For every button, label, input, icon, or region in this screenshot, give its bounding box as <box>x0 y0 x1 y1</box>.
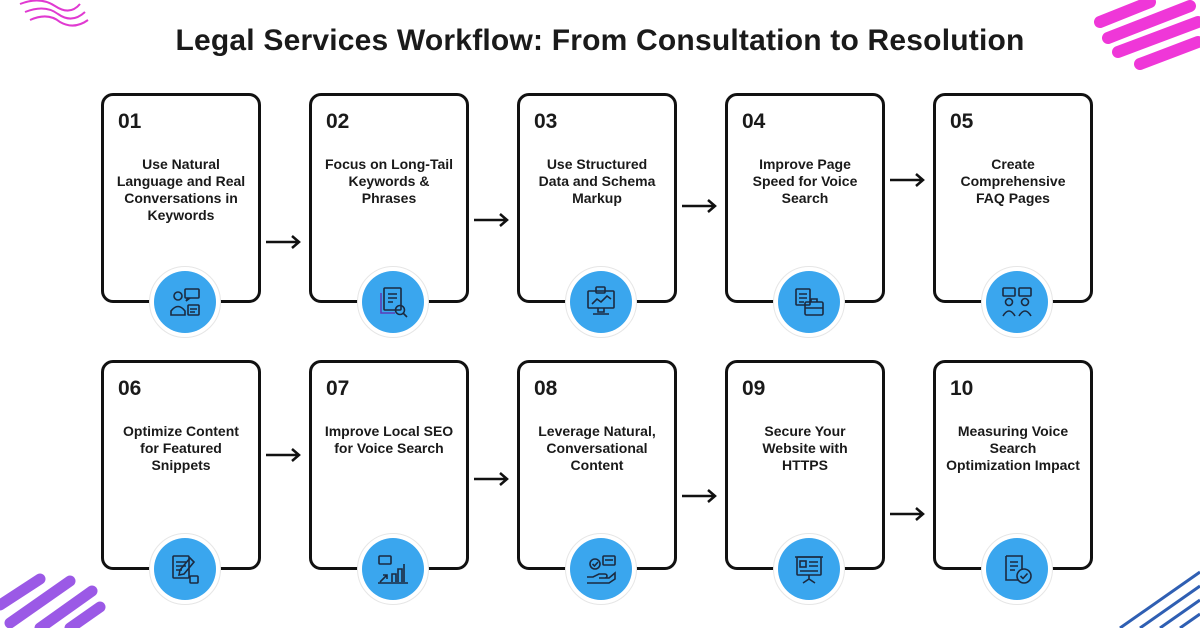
step-label: Measuring Voice Search Optimization Impa… <box>946 423 1080 473</box>
decorative-lines-bottom-right <box>1119 570 1200 628</box>
step-badge <box>149 533 221 605</box>
arrow-01-02 <box>266 235 301 249</box>
step-label: Use Natural Language and Real Conversati… <box>116 156 246 223</box>
step-label: Improve Local SEO for Voice Search <box>324 423 454 456</box>
edit-document-icon <box>172 555 199 584</box>
step-number: 08 <box>534 377 558 400</box>
step-number: 09 <box>742 377 766 400</box>
step-badge <box>981 266 1053 338</box>
step-number: 03 <box>534 110 558 133</box>
step-badge <box>773 533 845 605</box>
arrow-02-03 <box>474 213 509 227</box>
step-card-09: 09 Secure Your Website with HTTPS <box>725 360 885 605</box>
arrow-09-10 <box>890 507 925 521</box>
page-title: Legal Services Workflow: From Consultati… <box>175 24 1025 57</box>
presentation-board-icon <box>795 556 823 584</box>
step-card-01: 01 Use Natural Language and Real Convers… <box>101 93 261 338</box>
step-card-02: 02 Focus on Long-Tail Keywords & Phrases <box>309 93 469 338</box>
step-number: 07 <box>326 377 350 400</box>
step-number: 01 <box>118 110 142 133</box>
step-number: 04 <box>742 110 766 133</box>
step-badge <box>565 266 637 338</box>
step-card-03: 03 Use Structured Data and Schema Markup <box>517 93 677 338</box>
step-card-06: 06 Optimize Content for Featured Snippet… <box>101 360 261 605</box>
step-card-07: 07 Improve Local SEO for Voice Search <box>309 360 469 605</box>
step-number: 02 <box>326 110 350 133</box>
step-number: 05 <box>950 110 974 133</box>
arrow-04-05 <box>890 173 925 187</box>
step-label: Optimize Content for Featured Snippets <box>123 423 239 473</box>
step-badge <box>773 266 845 338</box>
step-number: 10 <box>950 377 974 400</box>
step-badge <box>357 533 429 605</box>
step-card-04: 04 Improve Page Speed for Voice Search <box>725 93 885 338</box>
step-label: Improve Page Speed for Voice Search <box>752 156 858 206</box>
step-card-10: 10 Measuring Voice Search Optimization I… <box>933 360 1093 605</box>
conversation-icon <box>170 288 200 316</box>
decorative-strokes-top-right <box>1094 0 1200 70</box>
hand-chat-icon <box>587 555 616 584</box>
briefcase-documents-icon <box>795 288 824 316</box>
step-card-05: 05 Create Comprehensive FAQ Pages <box>933 93 1093 338</box>
decorative-strokes-bottom-left <box>0 573 106 628</box>
step-number: 06 <box>118 377 142 400</box>
step-label: Create Comprehensive FAQ Pages <box>960 156 1066 206</box>
step-card-08: 08 Leverage Natural, Conversational Cont… <box>517 360 677 605</box>
growth-chart-icon <box>378 555 408 584</box>
step-badge <box>565 533 637 605</box>
arrow-03-04 <box>682 199 717 213</box>
document-search-icon <box>380 287 408 318</box>
step-badge <box>357 266 429 338</box>
step-label: Use Structured Data and Schema Markup <box>538 156 656 206</box>
step-badge <box>149 266 221 338</box>
monitor-data-icon <box>587 286 615 315</box>
arrow-07-08 <box>474 472 509 486</box>
arrow-08-09 <box>682 489 717 503</box>
faq-people-icon <box>1002 287 1032 317</box>
arrow-06-07 <box>266 448 301 462</box>
step-badge <box>981 533 1053 605</box>
decorative-scribble-top-left <box>19 0 89 27</box>
step-label: Secure Your Website with HTTPS <box>762 423 848 473</box>
document-check-icon <box>1005 555 1032 584</box>
step-label: Focus on Long-Tail Keywords & Phrases <box>324 156 454 206</box>
step-label: Leverage Natural, Conversational Content <box>538 423 656 473</box>
